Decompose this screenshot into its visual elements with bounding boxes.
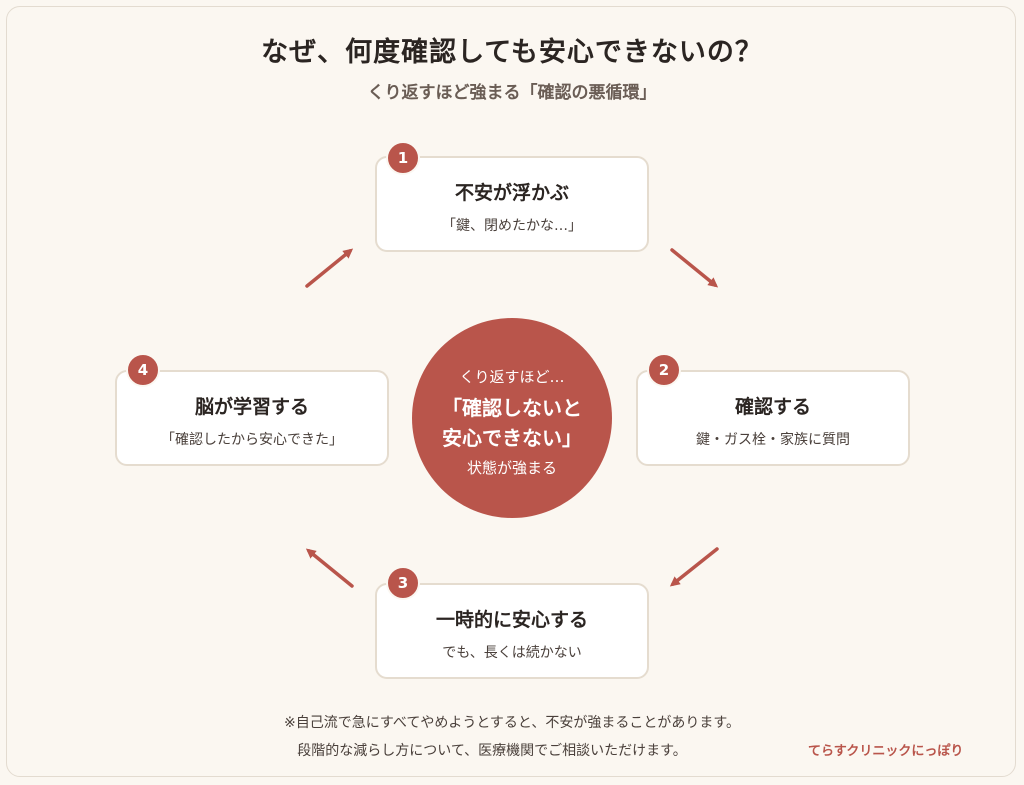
footer-note-2: 段階的な減らし方について、医療機関でご相談いただけます。 bbox=[297, 743, 687, 759]
page-subtitle: くり返すほど強まる「確認の悪循環」 bbox=[367, 83, 657, 103]
step-1-text: 「鍵、閉めたかな…」 bbox=[442, 218, 582, 234]
step-3-title: 一時的に安心する bbox=[435, 609, 588, 631]
step-2-title: 確認する bbox=[734, 396, 811, 418]
step-2-box: 確認する 鍵・ガス栓・家族に質問 bbox=[636, 370, 910, 466]
step-3-box: 一時的に安心する でも、長くは続かない bbox=[375, 583, 649, 679]
step-2-badge: 2 bbox=[647, 353, 681, 387]
step-3-badge: 3 bbox=[386, 566, 420, 600]
step-4-badge: 4 bbox=[126, 353, 160, 387]
arrow-4-to-1 bbox=[305, 248, 354, 288]
footer-note-1: ※自己流で急にすべてやめようとすると、不安が強まることがあります。 bbox=[284, 715, 740, 731]
step-3-text: でも、長くは続かない bbox=[442, 645, 582, 661]
center-emphasis-2: 安心できない」 bbox=[442, 426, 582, 450]
page-title: なぜ、何度確認しても安心できないの？ bbox=[261, 37, 763, 68]
center-circle: くり返すほど… 「確認しないと 安心できない」 状態が強まる bbox=[412, 318, 612, 518]
step-2-text: 鍵・ガス栓・家族に質問 bbox=[696, 432, 850, 448]
clinic-name: てらすクリニックにっぽり bbox=[808, 744, 964, 759]
step-4-title: 脳が学習する bbox=[194, 396, 309, 418]
arrow-3-to-4 bbox=[305, 548, 354, 588]
step-1-box: 不安が浮かぶ 「鍵、閉めたかな…」 bbox=[375, 156, 649, 252]
center-line-2: 「確認しないと 安心できない」 bbox=[412, 393, 612, 453]
step-1-title: 不安が浮かぶ bbox=[454, 182, 569, 204]
arrow-1-to-2 bbox=[670, 248, 719, 288]
step-4-text: 「確認したから安心できた」 bbox=[161, 432, 343, 448]
center-line-1: くり返すほど… bbox=[459, 368, 565, 386]
center-line-4: 状態が強まる bbox=[466, 459, 557, 477]
arrow-2-to-3 bbox=[669, 547, 719, 587]
step-1-badge: 1 bbox=[386, 141, 420, 175]
center-emphasis-1: 「確認しないと bbox=[442, 396, 582, 420]
step-4-box: 脳が学習する 「確認したから安心できた」 bbox=[115, 370, 389, 466]
